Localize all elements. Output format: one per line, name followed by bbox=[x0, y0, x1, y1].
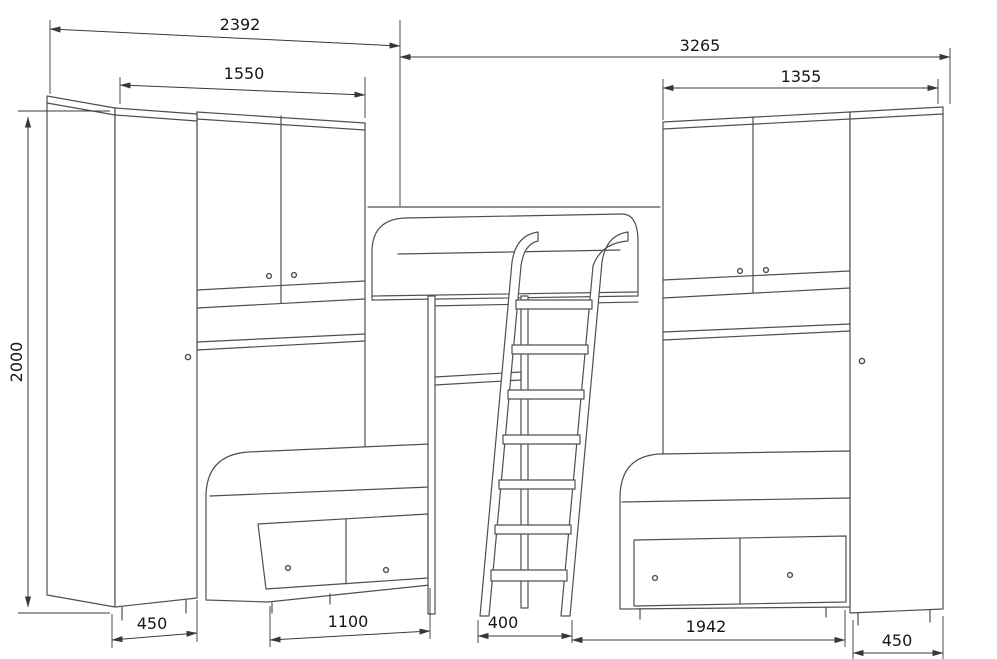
right-bed-mattress-line bbox=[621, 497, 851, 503]
dim-label-2392: 2392 bbox=[220, 15, 261, 34]
left-bed-mattress-line bbox=[209, 486, 431, 497]
dim-ladder-width: 400 bbox=[477, 613, 573, 643]
dim-right-wardrobe-width: 450 bbox=[852, 616, 944, 659]
ladder-rung bbox=[502, 434, 581, 445]
dim-label-1942: 1942 bbox=[686, 617, 727, 636]
dim-label-1100: 1100 bbox=[328, 612, 369, 631]
dim-label-450-left: 450 bbox=[137, 614, 168, 633]
dim-right-bed-length: 1942 bbox=[571, 610, 846, 647]
left-cabinet-handle-left bbox=[265, 272, 273, 280]
dim-top-right-width: 3265 bbox=[399, 36, 951, 104]
left-bed bbox=[205, 443, 431, 614]
left-bed-drawer-handle bbox=[284, 564, 292, 572]
ladder-rung bbox=[490, 569, 568, 582]
right-upper-cabinets bbox=[662, 111, 851, 456]
ladder-rung bbox=[511, 344, 589, 355]
right-bed-drawer-handle bbox=[651, 574, 659, 582]
right-niche-shelf bbox=[662, 323, 851, 333]
right-wardrobe-front bbox=[849, 106, 944, 614]
dim-label-3265: 3265 bbox=[680, 36, 721, 55]
dim-label-400: 400 bbox=[488, 613, 519, 632]
right-bed-drawer-handle bbox=[786, 571, 794, 579]
ladder-right-rail bbox=[560, 231, 629, 617]
corner-post bbox=[427, 295, 436, 615]
right-bed bbox=[619, 450, 851, 620]
left-wardrobe-side bbox=[46, 95, 116, 608]
left-cabinet-door-bottom bbox=[196, 280, 366, 291]
dim-left-bed-length: 1100 bbox=[269, 588, 431, 647]
right-cabinet-door-bottom bbox=[662, 270, 851, 281]
ladder-rung bbox=[507, 389, 585, 400]
left-wardrobe bbox=[46, 95, 198, 621]
right-wardrobe-handle bbox=[858, 357, 866, 365]
dim-label-1550: 1550 bbox=[224, 64, 265, 83]
right-cabinet-handle-left bbox=[736, 267, 744, 275]
ladder-rung bbox=[494, 524, 572, 535]
left-wardrobe-handle bbox=[184, 353, 192, 361]
dim-right-cabinets-width: 1355 bbox=[662, 67, 939, 120]
left-bed-drawer-handle bbox=[382, 566, 390, 574]
dim-overall-height: 2000 bbox=[7, 110, 110, 614]
dim-left-wardrobe-width: 450 bbox=[111, 600, 198, 648]
left-bed-drawer bbox=[257, 513, 429, 590]
left-cabinet-handle-right bbox=[290, 271, 298, 279]
right-cabinet-handle-right bbox=[762, 266, 770, 274]
left-wardrobe-top-edge bbox=[46, 102, 198, 122]
ladder-rung bbox=[515, 299, 593, 310]
bunk-mattress-line bbox=[397, 249, 621, 255]
dim-top-left-width: 2392 bbox=[49, 15, 401, 206]
right-wardrobe-top-edge bbox=[849, 113, 944, 120]
ladder bbox=[479, 231, 629, 617]
bunk-guard-rail bbox=[371, 213, 639, 301]
dim-label-1355: 1355 bbox=[781, 67, 822, 86]
ladder-left-rail bbox=[479, 231, 539, 617]
mid-post bbox=[520, 295, 529, 609]
left-upper-cabinets bbox=[196, 111, 366, 453]
right-wardrobe bbox=[849, 106, 944, 626]
right-cabinet-outline bbox=[662, 111, 851, 299]
dim-label-450-right: 450 bbox=[882, 631, 913, 650]
left-wardrobe-front bbox=[114, 107, 198, 608]
bunk-supports bbox=[427, 295, 529, 615]
left-niche-shelf bbox=[196, 333, 366, 343]
ladder-rung bbox=[498, 479, 576, 490]
dim-left-cabinets-width: 1550 bbox=[119, 64, 366, 118]
right-cabinet-top-edge bbox=[662, 118, 851, 130]
dim-label-2000: 2000 bbox=[7, 342, 26, 383]
